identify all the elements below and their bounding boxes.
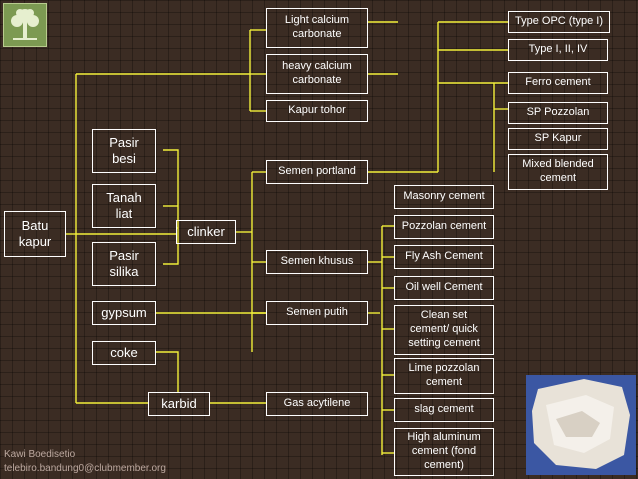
node-type-opc: Type OPC (type I) [508, 11, 610, 33]
node-light-calcium-carbonate: Light calcium carbonate [266, 8, 368, 48]
footer-credit: Kawi Boedisetio telebiro.bandung0@clubme… [4, 448, 166, 475]
node-coke: coke [92, 341, 156, 365]
wire-pasir-bracket [163, 149, 179, 265]
node-pozzolan-cement: Pozzolan cement [394, 215, 494, 239]
footer-email: telebiro.bandung0@clubmember.org [4, 462, 166, 474]
node-masonry-cement: Masonry cement [394, 185, 494, 209]
node-tanah-liat: Tanah liat [92, 184, 156, 228]
node-lime-pozzolan-cement: Lime pozzolan cement [394, 358, 494, 394]
node-kapur-tohor: Kapur tohor [266, 100, 368, 122]
node-mixed-blended-cement: Mixed blended cement [508, 154, 608, 190]
node-pasir-besi: Pasir besi [92, 129, 156, 173]
node-pasir-silika: Pasir silika [92, 242, 156, 286]
wire-coke [156, 351, 179, 392]
node-ferro-cement: Ferro cement [508, 72, 608, 94]
node-clean-set-cement: Clean set cement/ quick setting cement [394, 305, 494, 355]
node-slag-cement: slag cement [394, 398, 494, 422]
node-oil-well-cement: Oil well Cement [394, 276, 494, 300]
node-semen-portland: Semen portland [266, 160, 368, 184]
node-fly-ash-cement: Fly Ash Cement [394, 245, 494, 269]
node-sp-pozzolan: SP Pozzolan [508, 102, 608, 124]
tree-logo-icon [3, 3, 47, 47]
node-batu-kapur: Batu kapur [4, 211, 66, 257]
node-semen-putih: Semen putih [266, 301, 368, 325]
node-heavy-calcium-carbonate: heavy calcium carbonate [266, 54, 368, 94]
node-sp-kapur: SP Kapur [508, 128, 608, 150]
node-gypsum: gypsum [92, 301, 156, 325]
footer-author: Kawi Boedisetio [4, 449, 76, 460]
node-karbid: karbid [148, 392, 210, 416]
node-clinker: clinker [176, 220, 236, 244]
node-high-aluminum-cement: High aluminum cement (fond cement) [394, 428, 494, 476]
limestone-photo [526, 375, 636, 475]
node-semen-khusus: Semen khusus [266, 250, 368, 274]
node-type-i-ii-iv: Type I, II, IV [508, 39, 608, 61]
node-gas-acytilene: Gas acytilene [266, 392, 368, 416]
